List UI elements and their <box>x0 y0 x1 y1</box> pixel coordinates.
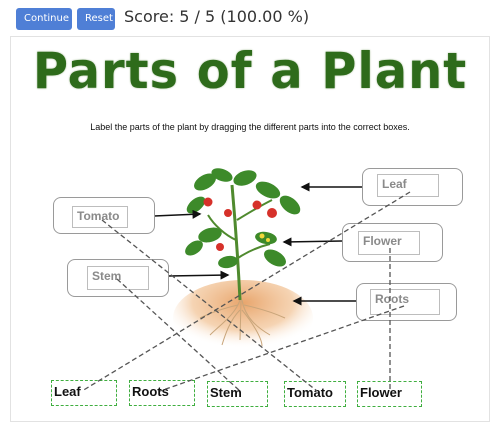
label-box-roots[interactable]: Roots <box>356 283 457 321</box>
score-display: Score: 5 / 5 (100.00 %) <box>124 7 310 26</box>
label-box-tomato[interactable]: Tomato <box>53 197 155 234</box>
worksheet-title: Parts of a Plant <box>32 42 468 100</box>
continue-button[interactable]: Continue <box>16 8 72 30</box>
label-box-stem[interactable]: Stem <box>67 259 169 297</box>
toolbar: Continue Reset Score: 5 / 5 (100.00 %) <box>0 0 500 36</box>
answer-slot-stem[interactable]: Stem <box>207 381 268 407</box>
label-text-tomato: Tomato <box>72 206 128 228</box>
label-text-leaf: Leaf <box>377 174 439 197</box>
stem-arrow <box>167 270 230 280</box>
label-text-flower: Flower <box>358 231 420 255</box>
label-text-stem: Stem <box>87 266 149 290</box>
answer-slot-leaf[interactable]: Leaf <box>51 380 117 406</box>
answer-slot-flower[interactable]: Flower <box>357 381 422 407</box>
tomato-arrow <box>153 209 202 219</box>
answer-slot-tomato[interactable]: Tomato <box>284 381 346 407</box>
label-box-leaf[interactable]: Leaf <box>362 168 463 206</box>
answer-slot-roots[interactable]: Roots <box>129 380 195 406</box>
label-box-flower[interactable]: Flower <box>342 223 443 262</box>
label-text-roots: Roots <box>370 289 440 315</box>
worksheet-instructions: Label the parts of the plant by dragging… <box>90 122 410 132</box>
reset-button[interactable]: Reset <box>77 8 115 30</box>
flower-arrow <box>282 237 343 247</box>
